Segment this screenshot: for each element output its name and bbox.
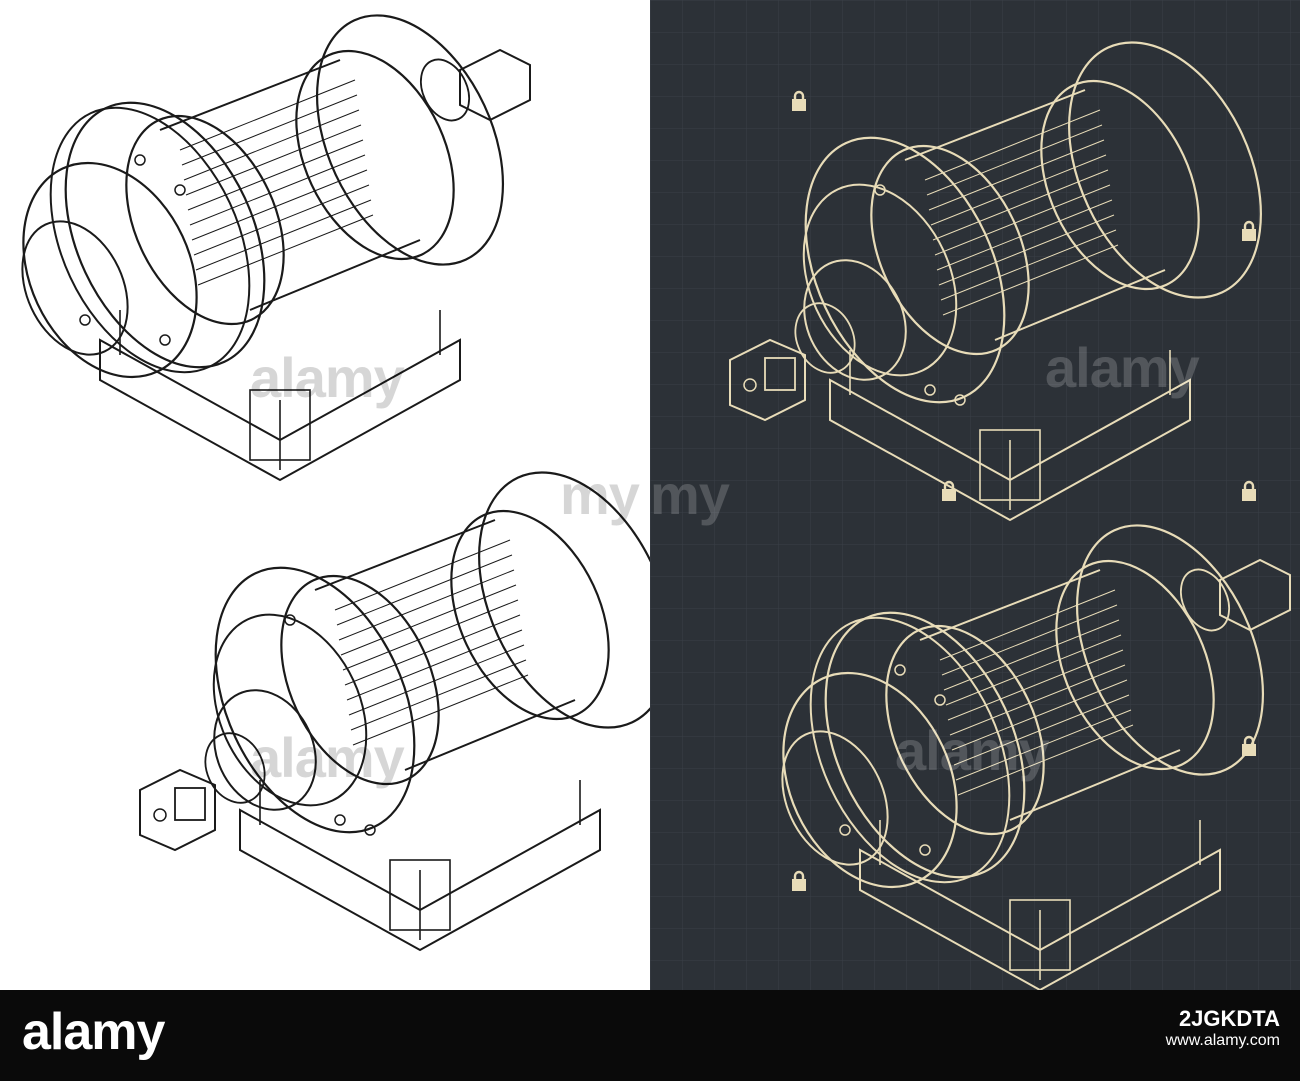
watermark-text-clipped: my xyxy=(650,463,730,526)
watermark-text: alamy xyxy=(250,726,405,789)
lock-icon xyxy=(1240,735,1258,763)
dark-panel: alamy alamy my xyxy=(650,0,1300,990)
footer-bar: alamy 2JGKDTA www.alamy.com xyxy=(0,990,1300,1081)
dark-drawings xyxy=(650,0,1300,990)
watermark-text: alamy xyxy=(250,346,405,409)
light-drawings xyxy=(0,0,650,952)
lock-icon xyxy=(1240,220,1258,248)
image-id: 2JGKDTA xyxy=(1178,1006,1280,1031)
site-link[interactable]: www.alamy.com xyxy=(1165,1032,1280,1049)
lock-icon xyxy=(790,90,808,118)
light-panel: alamy alamy my xyxy=(0,0,650,990)
blueprint-grid xyxy=(650,0,1300,990)
lock-icon xyxy=(940,480,958,508)
watermark-text: alamy xyxy=(895,719,1050,782)
lock-icon xyxy=(1240,480,1258,508)
watermark-text: alamy xyxy=(1045,336,1200,399)
lock-icon xyxy=(790,870,808,898)
image-info: 2JGKDTA www.alamy.com xyxy=(1030,1006,1280,1050)
watermark-text-clipped: my xyxy=(560,463,640,526)
brand-logo[interactable]: alamy xyxy=(22,1003,165,1061)
